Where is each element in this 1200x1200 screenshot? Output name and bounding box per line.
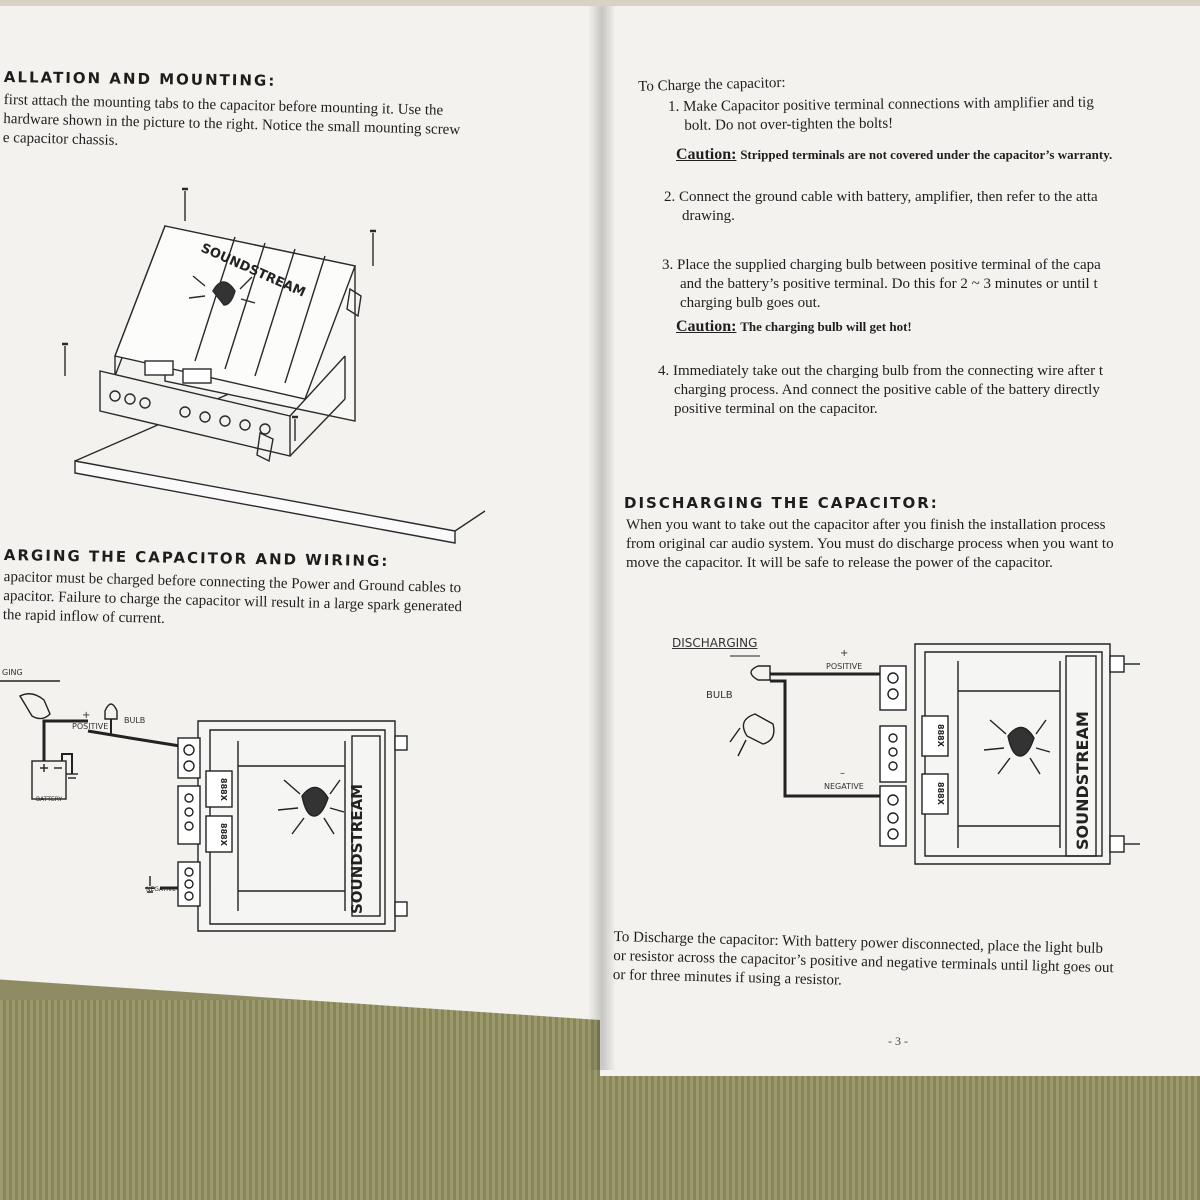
charging-diagram-label: GING	[2, 668, 23, 677]
positive-plus-label: +	[82, 710, 91, 721]
display-readout-bottom: 888X	[219, 823, 228, 847]
charge-step-3: 3. Place the supplied charging bulb betw…	[662, 256, 1101, 313]
capacitor-brand-label: SOUNDSTREAM	[1073, 711, 1092, 850]
charging-wiring-diagram: 888X 888X SOUNDSTREAM	[0, 680, 408, 932]
bulb-label: BULB	[124, 716, 146, 725]
book-gutter-shadow	[588, 6, 616, 1070]
charge-step-3-line: and the battery’s positive terminal. Do …	[680, 276, 1098, 292]
right-page: To Charge the capacitor: 1. Make Capacit…	[600, 6, 1200, 1076]
caution-hot-bulb: Caution: The charging bulb will get hot!	[676, 318, 912, 336]
discharge-bulb-label: BULB	[706, 690, 733, 701]
discharging-text: When you want to take out the capacitor …	[626, 516, 1114, 573]
charging-text: apacitor must be charged before connecti…	[3, 568, 463, 636]
discharging-line: from original car audio system. You must…	[626, 536, 1114, 552]
display-readout-top: 888X	[936, 724, 945, 748]
discharging-line: move the capacitor. It will be safe to r…	[626, 555, 1053, 571]
caution-text: Stripped terminals are not covered under…	[740, 147, 1113, 162]
display-readout-top: 888X	[219, 778, 228, 802]
charge-step-3-line: charging bulb goes out.	[680, 295, 821, 311]
charge-intro: To Charge the capacitor:	[638, 74, 786, 95]
discharging-heading: DISCHARGING THE CAPACITOR:	[624, 494, 939, 512]
caution-text: The charging bulb will get hot!	[740, 319, 912, 334]
charge-step-2-line: 2. Connect the ground cable with battery…	[664, 189, 1098, 205]
charge-step-3-line: 3. Place the supplied charging bulb betw…	[662, 257, 1101, 273]
installation-heading: ALLATION AND MOUNTING:	[3, 68, 277, 90]
caution-label: Caution:	[676, 318, 737, 335]
discharging-diagram: 888X 888X SOUNDSTREAM	[729, 643, 1140, 865]
charge-step-4-line: positive terminal on the capacitor.	[674, 401, 878, 417]
charge-step-2-line: drawing.	[682, 208, 735, 224]
positive-label: POSITIVE	[72, 722, 109, 731]
caution-label: Caution:	[676, 146, 737, 163]
charge-step-1: 1. Make Capacitor positive terminal conn…	[668, 94, 1094, 136]
discharging-line: When you want to take out the capacitor …	[626, 517, 1106, 533]
charge-step-4: 4. Immediately take out the charging bul…	[658, 362, 1103, 419]
page-number-right: - 3 -	[888, 1034, 908, 1048]
discharge-minus-label: –	[840, 768, 845, 779]
charge-step-2: 2. Connect the ground cable with battery…	[664, 188, 1098, 226]
discharge-note: To Discharge the capacitor: With battery…	[613, 928, 1115, 997]
background-strip	[0, 0, 1200, 10]
installation-text: first attach the mounting tabs to the ca…	[3, 91, 461, 159]
discharge-negative-label: NEGATIVE	[824, 782, 864, 791]
capacitor-mounting-illustration: SOUNDSTREAM	[62, 187, 486, 544]
charge-step-4-line: 4. Immediately take out the charging bul…	[658, 363, 1103, 379]
charge-step-4-line: charging process. And connect the positi…	[674, 382, 1100, 398]
left-page: ALLATION AND MOUNTING: first attach the …	[0, 6, 600, 1020]
charge-step-1-line: bolt. Do not over-tighten the bolts!	[684, 115, 894, 134]
discharge-positive-label: POSITIVE	[826, 662, 863, 671]
discharge-plus-label: +	[840, 648, 849, 659]
capacitor-brand-label: SOUNDSTREAM	[348, 784, 366, 914]
display-readout-bottom: 888X	[936, 782, 945, 806]
caution-warranty: Caution: Stripped terminals are not cove…	[676, 146, 1112, 164]
discharging-diagram-title: DISCHARGING	[672, 636, 758, 650]
